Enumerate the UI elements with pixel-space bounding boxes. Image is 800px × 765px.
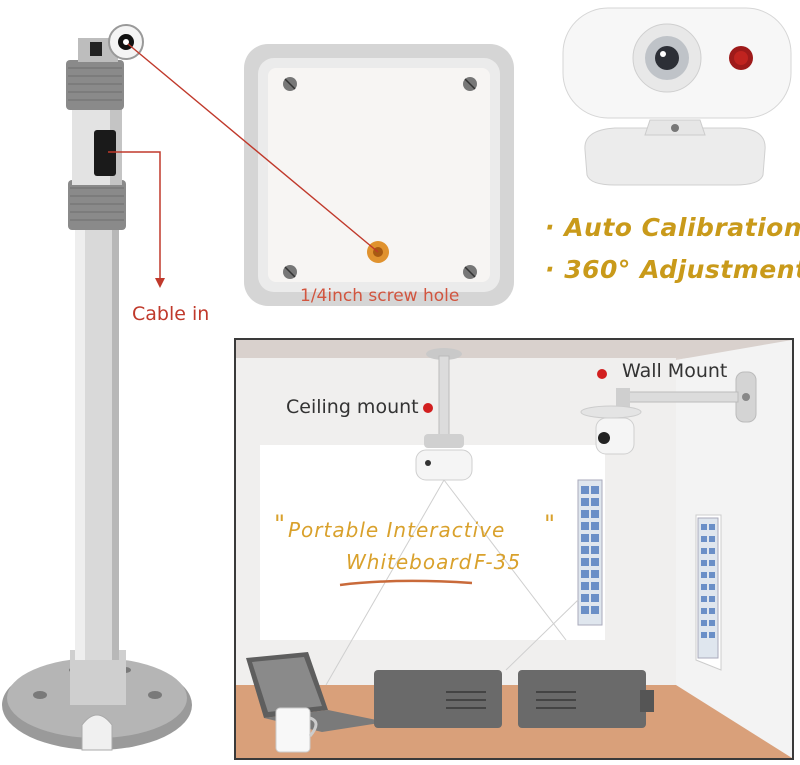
room-scene: " Portable Interactive " Whiteboard F-35…: [234, 338, 794, 760]
whiteboard-line-2: Whiteboard: [346, 550, 473, 574]
screw-icon: [283, 265, 297, 279]
whiteboard-line-1: Portable Interactive: [288, 518, 506, 542]
feature-auto-calibration: · Auto Calibration: [545, 213, 800, 242]
screw-icon: [283, 77, 297, 91]
mounting-pole-illustration: [2, 24, 192, 751]
feature-360-adjustment: · 360° Adjustment: [545, 255, 800, 284]
wall-mount-label: Wall Mount: [622, 360, 728, 382]
cable-in-callout-line: [108, 151, 165, 288]
room-scene-drawing: [236, 340, 792, 758]
screw-hole-connector-line: [127, 43, 379, 253]
whiteboard-model: F-35: [474, 550, 522, 574]
ceiling-mount-dot: [423, 403, 433, 413]
whiteboard-underline: [339, 579, 473, 587]
mounting-plate-illustration: [244, 44, 514, 306]
screw-icon: [463, 77, 477, 91]
screw-hole-label: 1/4inch screw hole: [300, 286, 460, 306]
screw-icon: [463, 265, 477, 279]
wall-mount-dot: [597, 369, 607, 379]
whiteboard-quote-open: ": [274, 510, 287, 538]
cable-in-label: Cable in: [132, 303, 210, 325]
ceiling-mount-label: Ceiling mount: [286, 396, 419, 418]
camera-sensor-illustration: [562, 7, 792, 186]
whiteboard-quote-close: ": [544, 510, 557, 538]
